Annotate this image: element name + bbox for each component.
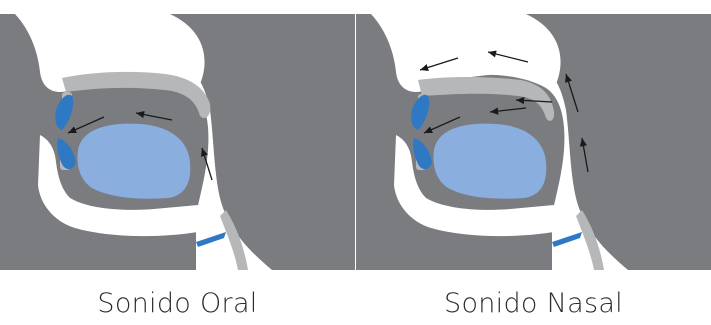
caption-oral-sound: Sonido Oral xyxy=(0,288,355,319)
nasal-sound-panel: Sonido Nasal xyxy=(356,0,711,325)
tongue xyxy=(434,124,547,199)
nasal-sound-diagram xyxy=(356,0,711,280)
oral-sound-diagram xyxy=(0,0,355,280)
oral-sound-panel: Sonido Oral xyxy=(0,0,355,325)
caption-nasal-sound: Sonido Nasal xyxy=(356,288,711,319)
tongue xyxy=(78,124,191,199)
